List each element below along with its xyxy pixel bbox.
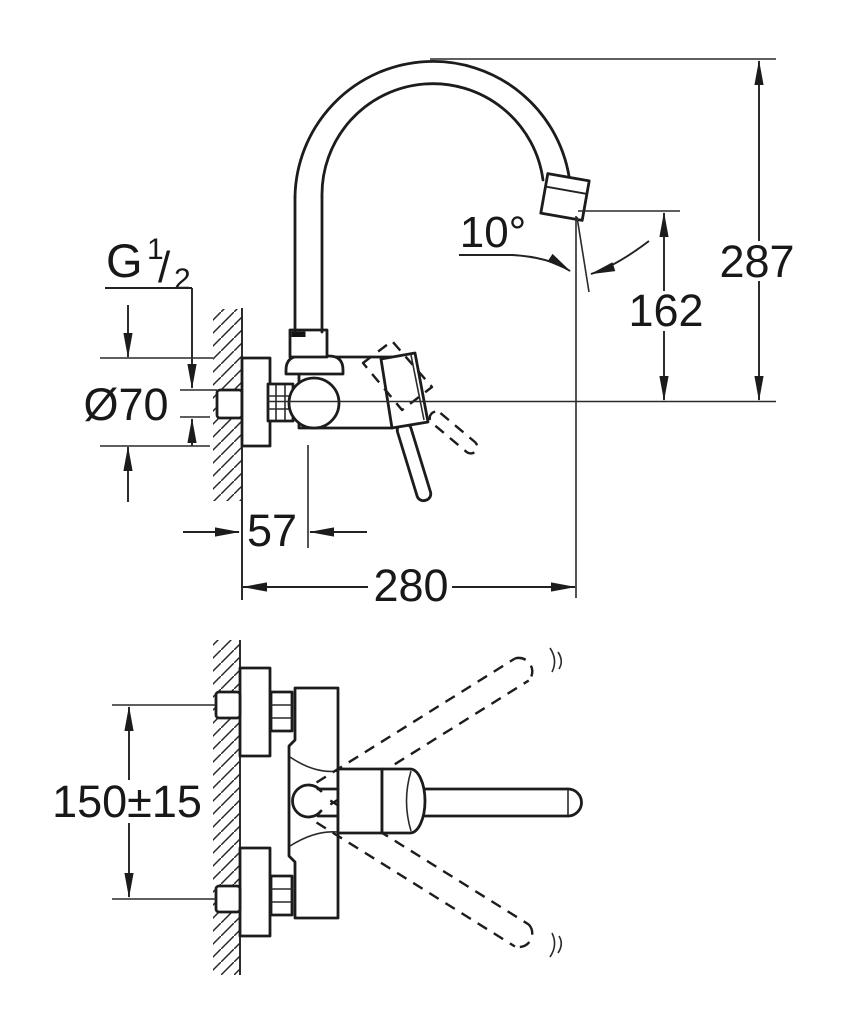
angle-leader <box>459 253 571 272</box>
dim-supply-150: 150±15 <box>52 704 216 900</box>
mounting-plate-bottom <box>238 846 272 938</box>
lever-handle-front <box>395 421 433 503</box>
swing-motion-marks <box>549 647 563 958</box>
front-view: G 1 / 2 Ø70 57 280 <box>83 58 795 611</box>
total-height-label: 287 <box>719 236 794 287</box>
dim-angle-10: 10° <box>459 208 650 293</box>
thread-slash-label: / <box>158 243 171 292</box>
mounting-plate-top <box>238 666 272 758</box>
gooseneck-spout <box>293 60 572 199</box>
escutcheon-front <box>240 356 272 448</box>
spout-axis-tilted-line <box>576 216 590 293</box>
wall-section-front <box>213 308 243 600</box>
dim-reach-280: 280 <box>242 216 577 611</box>
rosette-diameter-label: Ø70 <box>83 379 168 430</box>
supply-nipple-plan-bottom <box>214 884 242 914</box>
aerator-tip <box>539 172 591 222</box>
thread-denominator-label: 2 <box>174 263 191 296</box>
spout-riser-pipe <box>293 195 324 334</box>
handle-plan <box>336 767 427 835</box>
reach-label: 280 <box>373 560 448 611</box>
supply-nipple-front <box>215 388 244 420</box>
ball-joint <box>287 376 341 430</box>
outlet-height-label: 162 <box>628 285 703 336</box>
body-shoulder <box>284 354 345 376</box>
angle-arc <box>590 240 650 275</box>
offset-label: 57 <box>247 505 297 556</box>
handle-open-position-dashed <box>361 339 479 455</box>
union-nut-plan-top <box>269 690 294 733</box>
cartridge-housing <box>379 351 430 430</box>
spout-pivot <box>291 783 323 819</box>
body-dome-curve-bottom <box>289 830 339 847</box>
collar-mark <box>291 331 306 337</box>
dim-height-287: 287 <box>430 58 795 401</box>
supply-nipple-plan-top <box>214 690 242 720</box>
wall-section-plan <box>213 640 241 975</box>
thread-letter-label: G <box>106 234 143 287</box>
faucet-plan <box>214 647 583 958</box>
dim-rosette: Ø70 <box>83 305 213 502</box>
angle-label: 10° <box>460 208 527 257</box>
plan-view: 150±15 <box>52 640 583 975</box>
thread-numerator-label: 1 <box>147 233 164 266</box>
dim-offset-57: 57 <box>183 445 367 556</box>
faucet-front <box>215 60 776 503</box>
dim-thread: G 1 / 2 <box>105 233 217 446</box>
wall-hatch-plan <box>213 640 240 975</box>
dim-height-162: 162 <box>578 210 704 401</box>
mixer-body-plan <box>287 686 340 920</box>
supply-distance-label: 150±15 <box>52 776 202 827</box>
union-nut-plan-bottom <box>269 874 294 917</box>
